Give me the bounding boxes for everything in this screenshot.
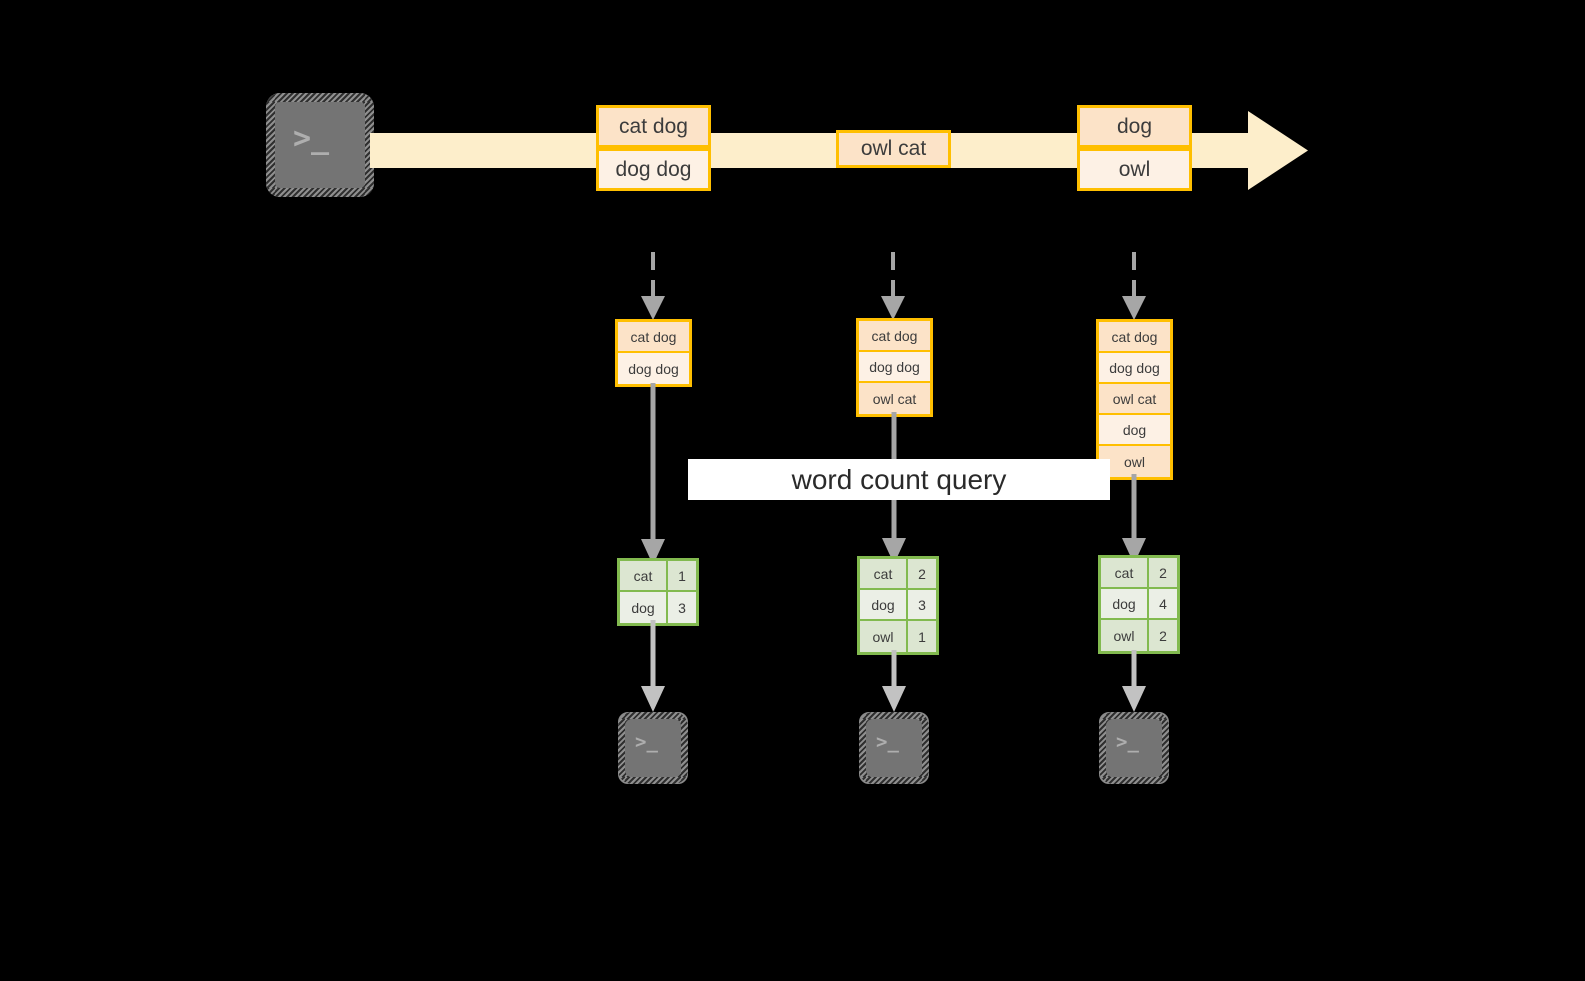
sink-terminal-icon: >_ (1099, 712, 1169, 784)
snapshot-stack: cat dog dog dog owl cat (856, 318, 933, 417)
snapshot-row: cat dog (1099, 322, 1170, 353)
connector-to-result (1122, 474, 1146, 564)
table-row: owl 1 (860, 621, 936, 652)
sink-terminal-icon: >_ (618, 712, 688, 784)
result-table: cat 2 dog 4 owl 2 (1098, 555, 1180, 654)
terminal-prompt-glyph: >_ (293, 121, 330, 156)
source-terminal-icon: >_ (266, 93, 374, 197)
snapshot-row: owl cat (1099, 384, 1170, 415)
result-count: 1 (908, 621, 936, 652)
snapshot-row: cat dog (859, 321, 930, 352)
connector-to-sink (882, 650, 906, 712)
result-count: 4 (1149, 589, 1177, 620)
result-word: cat (1101, 558, 1149, 589)
result-word: owl (860, 621, 908, 652)
snapshot-row: dog dog (859, 352, 930, 383)
snapshot-row: cat dog (618, 322, 689, 353)
table-row: cat 2 (860, 559, 936, 590)
snapshot-stack: cat dog dog dog owl cat dog owl (1096, 319, 1173, 480)
terminal-prompt-glyph: >_ (876, 731, 899, 753)
snapshot-row: owl cat (859, 383, 930, 414)
result-count: 1 (668, 561, 696, 592)
snapshot-stack: cat dog dog dog (615, 319, 692, 387)
stream-record-line: dog dog (596, 148, 711, 191)
result-word: cat (860, 559, 908, 590)
snapshot-row: dog (1099, 415, 1170, 446)
stream-record-line: owl cat (836, 130, 951, 168)
dashed-connector-to-snapshot (1122, 252, 1146, 320)
table-row: owl 2 (1101, 620, 1177, 651)
result-count: 2 (1149, 620, 1177, 651)
result-word: dog (860, 590, 908, 621)
connector-to-result (641, 383, 665, 565)
result-word: dog (620, 592, 668, 623)
connector-to-sink (641, 620, 665, 712)
snapshot-row: owl (1099, 446, 1170, 477)
query-label: word count query (688, 459, 1110, 500)
result-table: cat 1 dog 3 (617, 558, 699, 626)
snapshot-row: dog dog (618, 353, 689, 384)
stream-record-line: owl (1077, 148, 1192, 191)
table-row: dog 3 (620, 592, 696, 623)
connector-to-sink (1122, 650, 1146, 712)
table-row: dog 4 (1101, 589, 1177, 620)
result-count: 2 (908, 559, 936, 590)
dashed-connector-to-snapshot (881, 252, 905, 320)
result-table: cat 2 dog 3 owl 1 (857, 556, 939, 655)
result-count: 3 (668, 592, 696, 623)
terminal-prompt-glyph: >_ (635, 731, 658, 753)
result-count: 2 (1149, 558, 1177, 589)
table-row: cat 1 (620, 561, 696, 592)
table-row: cat 2 (1101, 558, 1177, 589)
result-word: cat (620, 561, 668, 592)
sink-terminal-icon: >_ (859, 712, 929, 784)
result-word: dog (1101, 589, 1149, 620)
table-row: dog 3 (860, 590, 936, 621)
terminal-prompt-glyph: >_ (1116, 731, 1139, 753)
stream-record-line: dog (1077, 105, 1192, 148)
dashed-connector-to-snapshot (641, 252, 665, 320)
result-count: 3 (908, 590, 936, 621)
snapshot-row: dog dog (1099, 353, 1170, 384)
stream-record-line: cat dog (596, 105, 711, 148)
result-word: owl (1101, 620, 1149, 651)
